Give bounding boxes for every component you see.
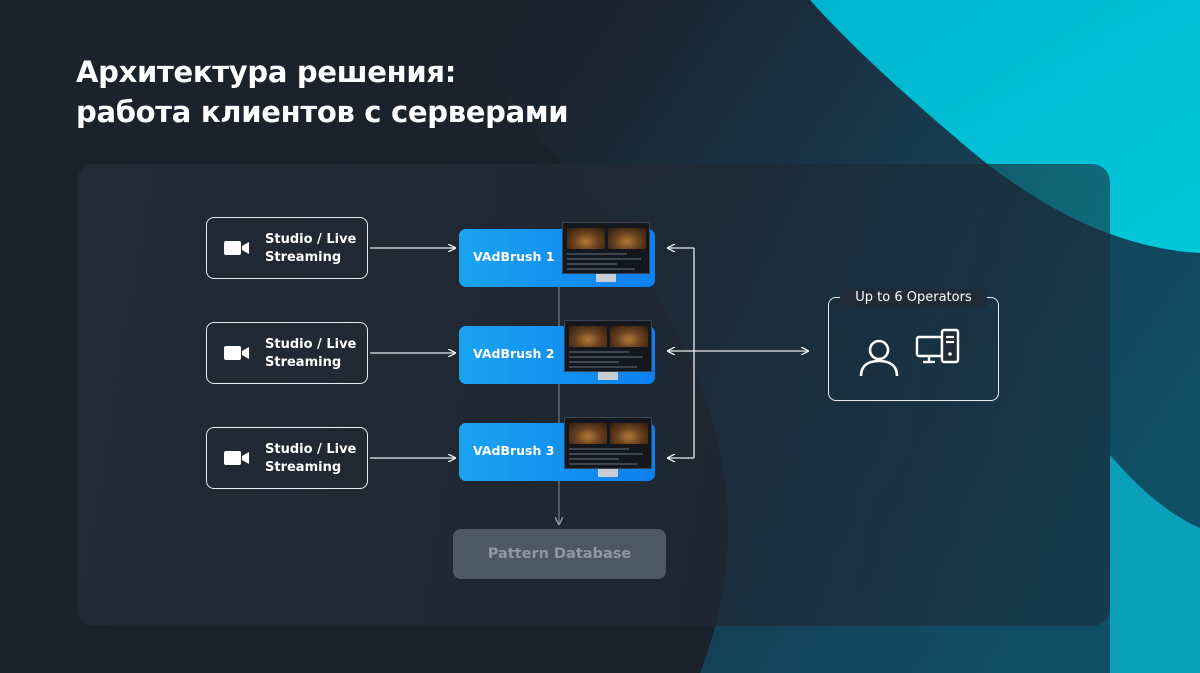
desktop-computer-icon (915, 328, 960, 364)
source-label: Studio / Live Streaming (265, 442, 357, 475)
pattern-database-box: Pattern Database (453, 529, 666, 579)
source-box-1: Studio / Live Streaming (206, 217, 368, 279)
operators-label: Up to 6 Operators (840, 289, 987, 307)
teal-lower-shape (1110, 455, 1200, 673)
operators-box (828, 297, 999, 401)
source-label: Studio / Live Streaming (265, 337, 357, 370)
source-box-2: Studio / Live Streaming (206, 322, 368, 384)
monitor-screenshot-icon (564, 417, 652, 477)
source-label: Studio / Live Streaming (265, 232, 357, 265)
title-line-1: Архитектура решения: (76, 55, 456, 89)
video-camera-icon (224, 451, 249, 465)
video-camera-icon (224, 241, 249, 255)
slide-title: Архитектура решения: работа клиентов с с… (76, 52, 776, 132)
server-label: VAdBrush 3 (473, 443, 555, 458)
video-camera-icon (224, 346, 249, 360)
server-label: VAdBrush 2 (473, 346, 555, 361)
monitor-screenshot-icon (562, 222, 650, 282)
server-label: VAdBrush 1 (473, 249, 555, 264)
title-line-2: работа клиентов с серверами (76, 95, 569, 129)
source-box-3: Studio / Live Streaming (206, 427, 368, 489)
monitor-screenshot-icon (564, 320, 652, 380)
user-icon (859, 339, 899, 377)
